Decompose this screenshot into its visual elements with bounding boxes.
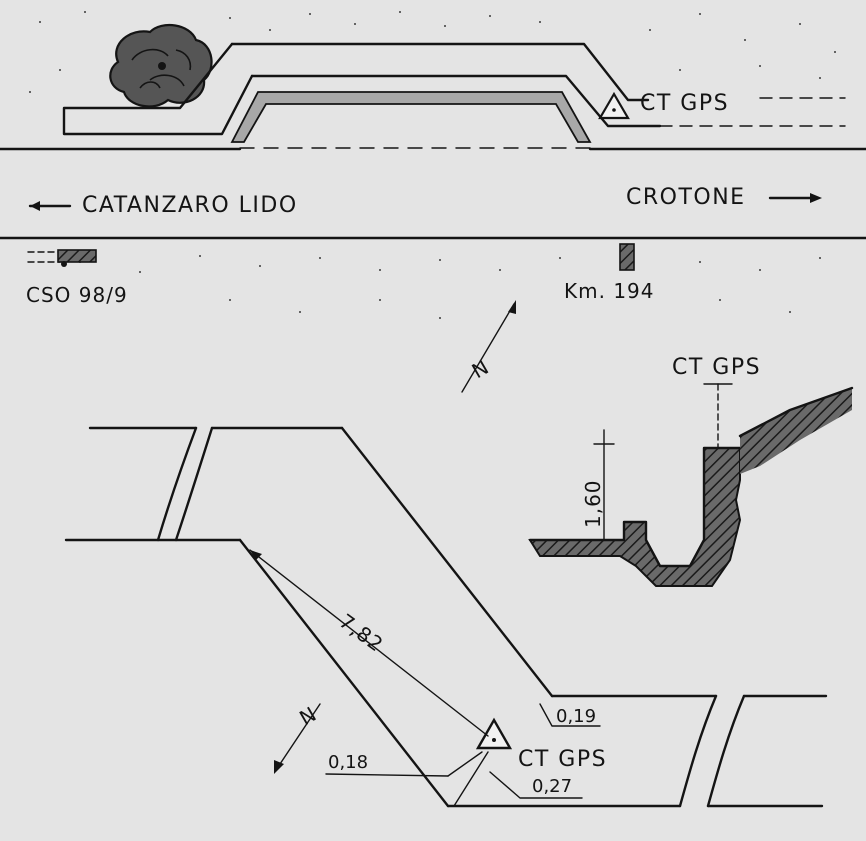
detail-break-right-b xyxy=(706,694,746,808)
direction-right-label: CROTONE xyxy=(626,185,746,210)
distance-ray-027 xyxy=(453,751,489,807)
slope-hatch xyxy=(740,388,852,474)
arrow-left-icon xyxy=(28,201,72,211)
wall-outline-outer xyxy=(230,42,650,102)
milestone-left-label: CSO 98/9 xyxy=(26,283,128,307)
north-arrow-icon-detail xyxy=(274,703,321,774)
plan-view: CT GPS CATANZARO LIDO CROTONE CSO 98/9 K… xyxy=(0,11,866,393)
distance-label-long: 7,82 xyxy=(335,609,388,657)
ground-surface-line xyxy=(528,446,742,568)
direction-left-label: CATANZARO LIDO xyxy=(82,193,298,218)
milestone-right-label: Km. 194 xyxy=(564,279,655,303)
height-dimension-label: 1,60 xyxy=(581,479,605,528)
distance-label-019: 0,19 xyxy=(556,706,596,727)
north-label-detail: N xyxy=(295,701,321,730)
plan-marker-label: CT GPS xyxy=(640,91,729,116)
arrow-right-icon xyxy=(768,193,822,203)
wall-outline-inner xyxy=(250,74,662,128)
distance-ray-018 xyxy=(447,751,483,777)
section-marker-label: CT GPS xyxy=(672,355,761,380)
distance-arrowhead-long xyxy=(250,550,262,560)
detail-break-left-a xyxy=(156,426,198,542)
terrain-speckles xyxy=(29,11,836,319)
distance-leader-018 xyxy=(325,773,449,777)
distance-leader-027 xyxy=(489,771,583,799)
distance-label-018: 0,18 xyxy=(328,752,368,773)
milestone-left-icon xyxy=(27,249,97,267)
detail-break-left-b xyxy=(174,426,214,542)
distance-label-027: 0,27 xyxy=(532,776,572,797)
detail-break-right-a xyxy=(678,694,718,808)
wall-band xyxy=(230,91,592,143)
gps-marker-triangle-plan xyxy=(598,91,630,120)
tree-icon xyxy=(109,23,213,108)
gps-marker-triangle-detail xyxy=(475,717,513,750)
slope-line xyxy=(738,386,854,438)
detail-edge-diagonal-right xyxy=(340,426,554,698)
distance-line-long xyxy=(249,549,489,737)
north-arrow-icon-plan xyxy=(461,300,516,393)
north-label-plan: N xyxy=(468,354,494,383)
milestone-right-icon xyxy=(619,243,635,271)
detail-marker-label: CT GPS xyxy=(518,747,607,772)
ground-profile xyxy=(528,447,742,587)
cross-section: CT GPS 1,60 xyxy=(528,355,854,587)
distance-leader-019 xyxy=(539,703,601,727)
detail-edge-diagonal-left xyxy=(238,538,450,808)
wall-outline-left xyxy=(62,42,254,136)
